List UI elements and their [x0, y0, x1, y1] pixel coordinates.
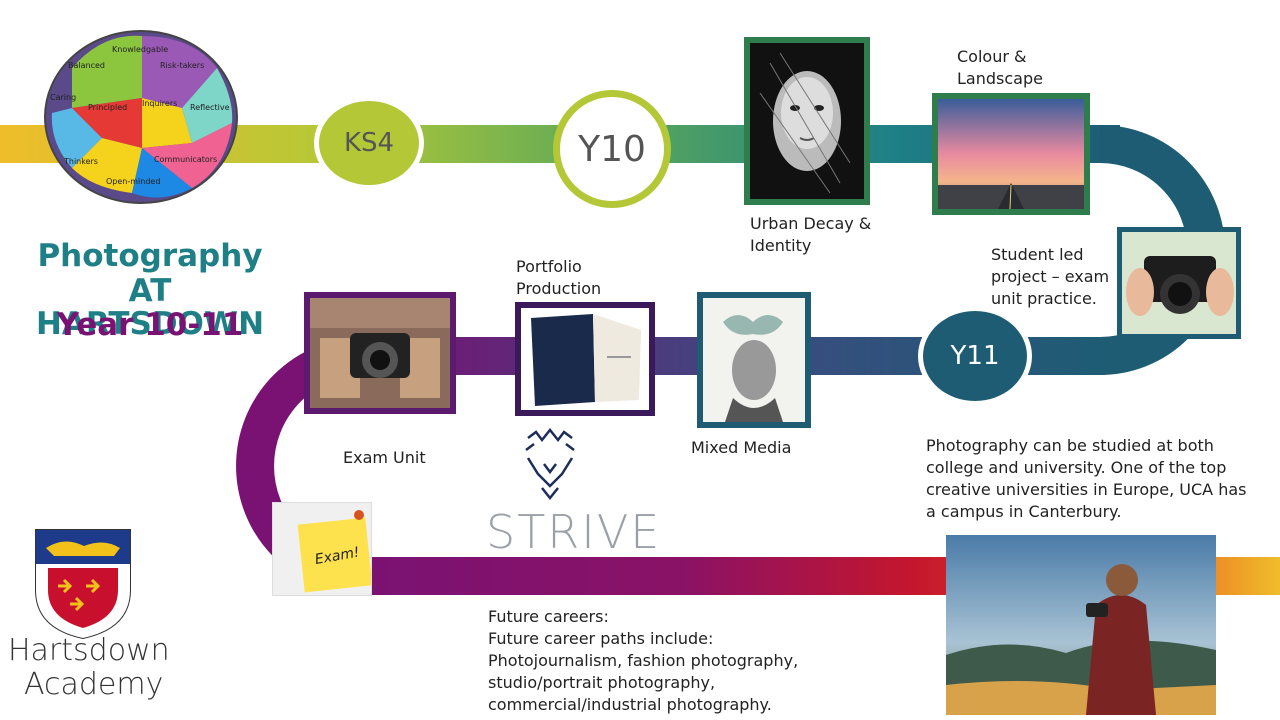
sticky-note-text: Exam! [314, 544, 361, 568]
label-line: Identity [750, 236, 812, 255]
puzzle-word: Reflective [190, 103, 230, 112]
portfolio-photo [515, 302, 655, 416]
exam-unit-photo [304, 292, 456, 414]
camera-image [1122, 232, 1236, 334]
landscape-photo [932, 93, 1090, 215]
portrait-image [759, 52, 851, 194]
page-title-line2: AT HARTSDOWN [35, 273, 265, 342]
exam-unit-label: Exam Unit [343, 448, 426, 467]
puzzle-word: Thinkers [63, 157, 98, 166]
text-line: a campus in Canterbury. [926, 502, 1122, 521]
mixed-media-label: Mixed Media [691, 438, 792, 457]
mixed-media-image [703, 298, 805, 422]
portfolio-label: Portfolio Production [516, 256, 601, 300]
label-line: Urban Decay & [750, 214, 872, 233]
page-subtitle: Year 10-11 [56, 307, 244, 343]
colour-landscape-label: Colour & Landscape [957, 46, 1043, 90]
careers-text: Future careers: Future career paths incl… [488, 606, 888, 716]
student-led-label: Student led project – exam unit practice… [991, 244, 1109, 310]
puzzle-word: Balanced [68, 61, 105, 70]
landscape-image [938, 99, 1084, 209]
puzzle-word: Inquirers [142, 99, 177, 108]
strive-logo-text: STRIVE [486, 505, 662, 559]
text-line: Photojournalism, fashion photography, [488, 651, 799, 670]
puzzle-word: Risk-takers [160, 61, 204, 70]
text-line: Photography can be studied at both [926, 436, 1214, 455]
photographer-image [946, 535, 1216, 715]
school-name: Hartsdown Academy [8, 634, 170, 702]
text-line: Future careers: [488, 607, 609, 626]
urban-decay-photo [744, 37, 870, 205]
photographer-photo [946, 535, 1216, 715]
further-study-text: Photography can be studied at both colle… [926, 435, 1266, 523]
puzzle-word: Communicators [154, 155, 217, 164]
urban-decay-label: Urban Decay & Identity [750, 213, 871, 257]
mosaic-camera-image [310, 298, 450, 408]
label-line: Landscape [957, 69, 1043, 88]
milestone-y11: Y11 [918, 306, 1032, 406]
puzzle-word: Knowledgable [112, 45, 168, 54]
label-line: Portfolio [516, 257, 582, 276]
milestone-label: Y11 [950, 341, 1000, 371]
label-line: unit practice. [991, 289, 1097, 308]
school-crest-icon [35, 529, 131, 640]
text-line: college and university. One of the top [926, 458, 1227, 477]
label-line: project – exam [991, 267, 1110, 286]
milestone-ks4: KS4 [314, 96, 424, 190]
milestone-label: Y10 [578, 128, 646, 170]
text-line: creative universities in Europe, UCA has [926, 480, 1247, 499]
page-title-line1: Photography [37, 238, 263, 274]
label-line: Student led [991, 245, 1084, 264]
text-line: Future career paths include: [488, 629, 714, 648]
school-name-line: Academy [24, 667, 164, 702]
label-line: Colour & [957, 47, 1027, 66]
puzzle-word: Principled [88, 103, 127, 112]
text-line: commercial/industrial photography. [488, 695, 772, 714]
lion-crest-icon [525, 428, 575, 501]
label-line: Production [516, 279, 602, 298]
portfolio-image [531, 314, 641, 406]
exam-note-photo: Exam! [272, 502, 372, 596]
school-name-line: Hartsdown [8, 633, 170, 668]
text-line: studio/portrait photography, [488, 673, 716, 692]
puzzle-word: Caring [50, 93, 76, 102]
camera-hands-photo [1117, 227, 1241, 339]
learner-profile-puzzle: Knowledgable Balanced Risk-takers Caring… [44, 30, 238, 204]
sticky-note-image: Exam! [297, 510, 371, 593]
milestone-y10: Y10 [553, 90, 671, 208]
puzzle-word: Open-minded [106, 177, 160, 186]
mixed-media-photo [697, 292, 811, 428]
milestone-label: KS4 [343, 128, 395, 158]
